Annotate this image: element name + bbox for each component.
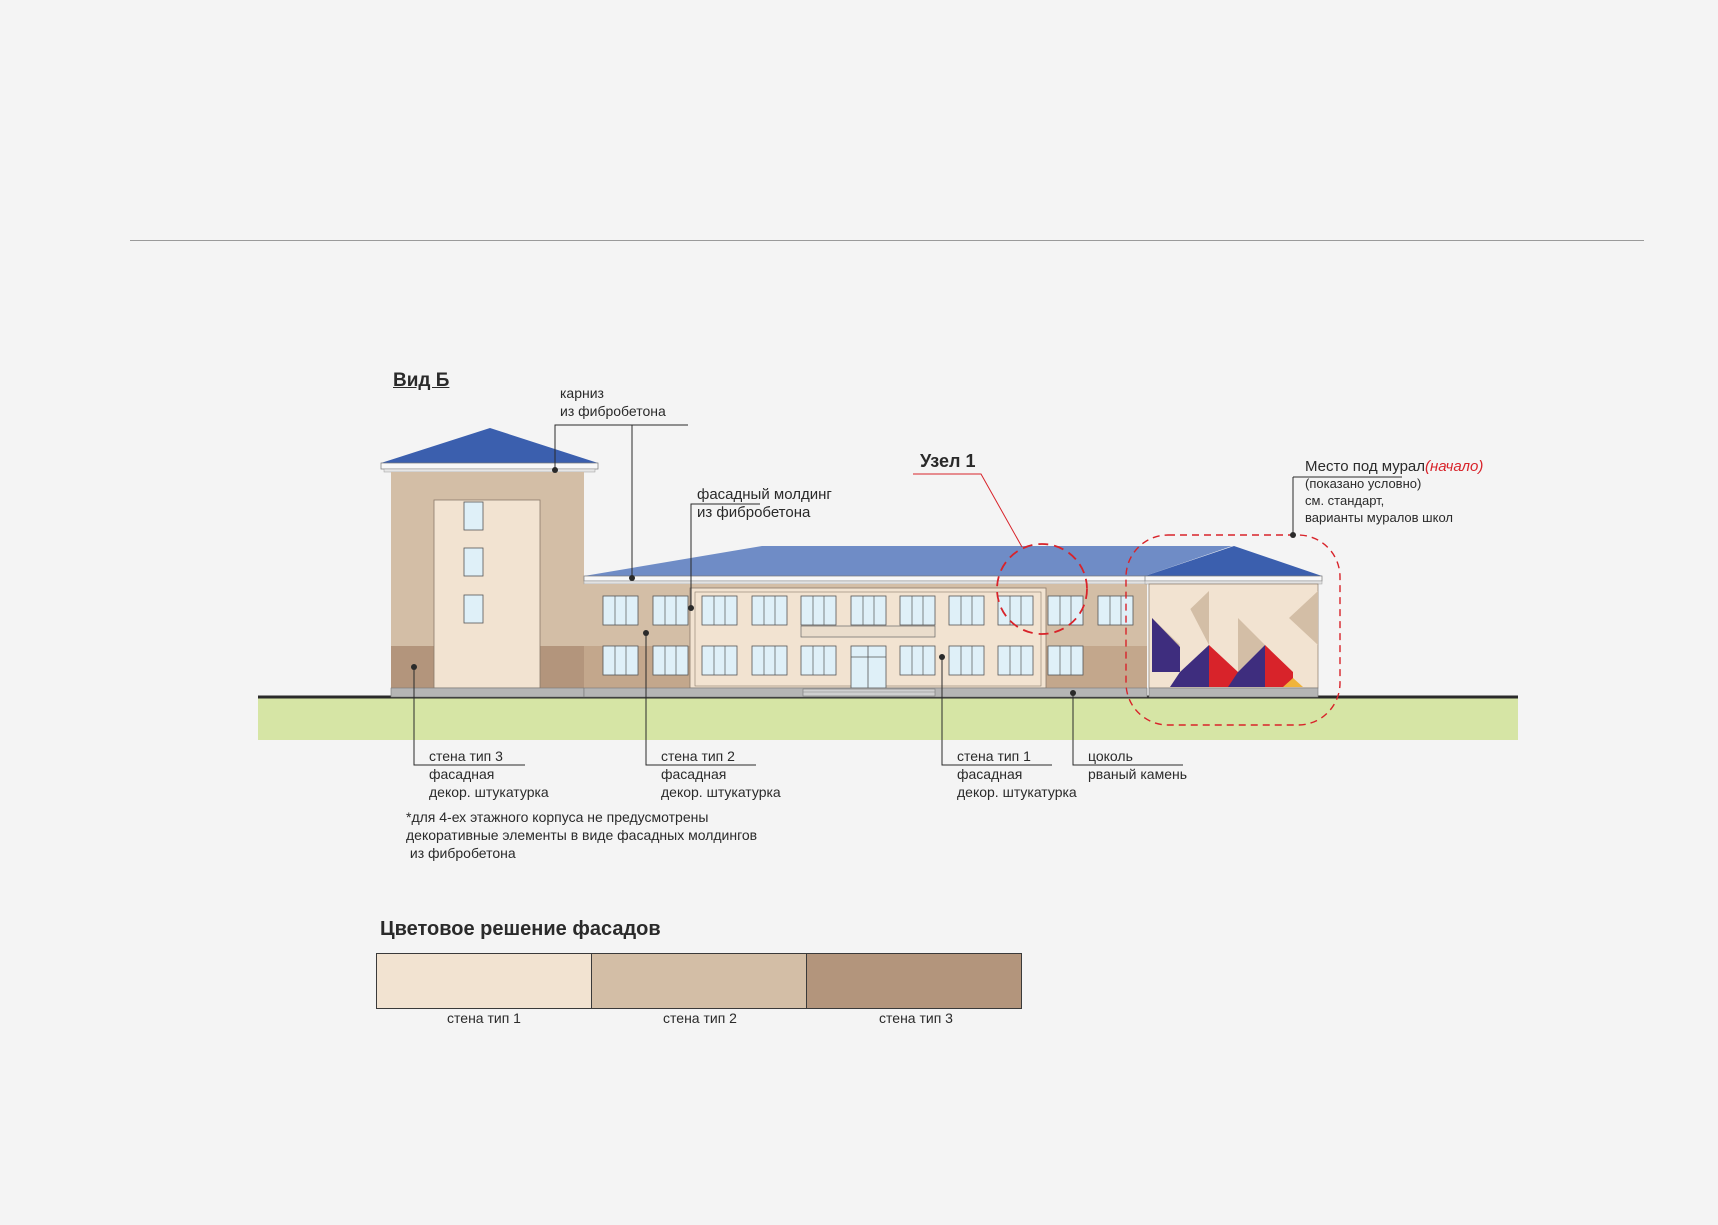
swatch-label: стена тип 1	[447, 1010, 521, 1026]
mural-shape	[1170, 645, 1209, 687]
wall3-label: стена тип 3 фасадная декор. штукатурка	[429, 748, 549, 800]
plinth-label: цоколь рваный камень	[1088, 748, 1188, 782]
main-window	[1047, 595, 1084, 626]
main-window	[899, 595, 936, 626]
main-window	[701, 595, 738, 626]
main-window	[800, 595, 837, 626]
main-window	[899, 645, 936, 676]
main-window	[751, 595, 788, 626]
mural-shape	[1181, 591, 1209, 618]
mural-title: Место под мурал	[1305, 458, 1426, 475]
wing-cornice	[1144, 575, 1323, 582]
cornice-leader	[554, 424, 688, 470]
main-window	[652, 645, 689, 676]
tower-block	[380, 428, 599, 698]
wall1-leader	[941, 657, 1052, 766]
mural-shape	[1209, 645, 1238, 687]
entrance-steps	[802, 688, 936, 697]
tower-plinth	[390, 687, 585, 698]
swatch-label: стена тип 2	[663, 1010, 737, 1026]
mural-zone-outline	[1125, 534, 1341, 726]
view-title: Вид Б	[393, 370, 450, 391]
main-window	[1047, 645, 1084, 676]
main-window	[997, 595, 1034, 626]
main-window	[602, 645, 639, 676]
main-windows	[602, 595, 1134, 676]
node-1-leader	[913, 473, 1023, 548]
main-window	[850, 595, 887, 626]
main-window	[1097, 595, 1134, 626]
plinth-leader	[1072, 693, 1183, 766]
wall3-leader	[413, 667, 525, 766]
mural-shape	[1265, 645, 1293, 687]
color-swatches	[376, 953, 1022, 1009]
mural-label: Место под мурал(начало) (показано условн…	[1305, 458, 1484, 525]
mural-shape	[1228, 645, 1265, 687]
main-window	[652, 595, 689, 626]
ground-strip	[258, 697, 1518, 740]
main-window	[948, 595, 985, 626]
molding-label: фасадный молдинг из фибробетона	[697, 486, 832, 521]
main-cornice	[583, 575, 1148, 582]
mural-shape	[1283, 678, 1303, 687]
molding-leader	[690, 503, 760, 608]
entrance-door	[850, 645, 887, 689]
palette-title: Цветовое решение фасадов	[380, 918, 661, 940]
wall2-leader	[645, 633, 756, 766]
main-window	[602, 595, 639, 626]
node-1-marker	[996, 543, 1088, 635]
main-window	[997, 645, 1034, 676]
wing-plinth	[1148, 687, 1319, 698]
mural-wing	[1144, 546, 1323, 698]
tower-window	[463, 594, 484, 624]
swatch-wall-type3	[807, 954, 1021, 1008]
mural-shape	[1289, 591, 1318, 645]
swatch-label: стена тип 3	[879, 1010, 953, 1026]
main-window	[800, 645, 837, 676]
tower-wall-type1	[433, 499, 541, 689]
top-divider	[130, 240, 1644, 241]
swatch-wall-type1	[377, 954, 592, 1008]
swatch-labels: стена тип 1 стена тип 2 стена тип 3	[376, 1010, 1024, 1026]
main-window	[751, 645, 788, 676]
tower-roof	[381, 428, 598, 463]
mural-shape	[1152, 618, 1180, 672]
wall2-label: стена тип 2 фасадная декор. штукатурка	[661, 748, 781, 800]
mural-title-accent: (начало)	[1425, 458, 1484, 475]
cornice-label: карниз из фибробетона	[560, 385, 666, 419]
wall1-label: стена тип 1 фасадная декор. штукатурка	[957, 748, 1077, 800]
main-window	[948, 645, 985, 676]
tower-cornice	[380, 462, 599, 470]
central-panel	[800, 625, 936, 638]
mural-shape	[1238, 618, 1265, 672]
tower-window	[463, 547, 484, 577]
footnote: *для 4-ех этажного корпуса не предусмотр…	[406, 809, 758, 861]
node-1-title: Узел 1	[920, 451, 976, 471]
swatch-wall-type2	[592, 954, 807, 1008]
tower-window	[463, 501, 484, 531]
main-window	[701, 645, 738, 676]
wing-roof	[1145, 546, 1322, 576]
